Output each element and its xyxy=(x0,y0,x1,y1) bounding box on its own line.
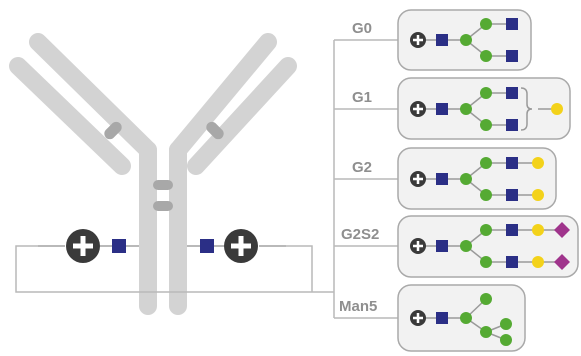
glycan-box-g2 xyxy=(397,147,557,210)
blue-square-icon xyxy=(506,18,518,30)
blue-square-icon xyxy=(436,312,448,324)
green-circle-icon xyxy=(480,293,492,305)
blue-square-icon xyxy=(506,87,518,99)
yellow-circle-icon xyxy=(532,224,544,236)
green-circle-icon xyxy=(480,189,492,201)
green-circle-icon xyxy=(460,240,472,252)
glycan-box-g1 xyxy=(397,77,571,140)
blue-square-icon xyxy=(506,224,518,236)
plus-circle-icon xyxy=(410,238,426,254)
yellow-circle-icon xyxy=(551,103,563,115)
blue-square-icon xyxy=(436,240,448,252)
blue-square-icon xyxy=(112,239,126,253)
disulfide-bond-hinge-bottom xyxy=(153,201,173,211)
glycan-box-man5 xyxy=(397,284,526,352)
glycoform-label-g2: G2 xyxy=(352,159,372,176)
purple-diamond-icon xyxy=(554,222,570,238)
antibody xyxy=(9,33,297,315)
blue-square-icon xyxy=(506,119,518,131)
plus-circle-icon xyxy=(410,171,426,187)
plus-circle-icon xyxy=(410,101,426,117)
green-circle-icon xyxy=(500,334,512,346)
green-circle-icon xyxy=(460,173,472,185)
green-circle-icon xyxy=(480,50,492,62)
yellow-circle-icon xyxy=(532,157,544,169)
blue-square-icon xyxy=(200,239,214,253)
connector-lines xyxy=(15,39,398,319)
green-circle-icon xyxy=(460,103,472,115)
blue-square-icon xyxy=(506,189,518,201)
antibody-left-light-chain xyxy=(9,57,131,175)
yellow-circle-icon xyxy=(532,256,544,268)
green-circle-icon xyxy=(460,34,472,46)
green-circle-icon xyxy=(480,224,492,236)
green-circle-icon xyxy=(480,119,492,131)
disulfide-bond-left xyxy=(104,121,122,140)
disulfide-bonds xyxy=(104,121,224,211)
green-circle-icon xyxy=(480,87,492,99)
blue-square-icon xyxy=(506,50,518,62)
disulfide-bond-right xyxy=(206,121,224,140)
bracket-icon xyxy=(520,87,533,131)
disulfide-bond-hinge-top xyxy=(153,180,173,190)
blue-square-icon xyxy=(506,157,518,169)
glycoform-label-man5: Man5 xyxy=(339,298,377,315)
green-circle-icon xyxy=(480,326,492,338)
purple-diamond-icon xyxy=(554,254,570,270)
glycoform-label-g0: G0 xyxy=(352,20,372,37)
plus-circle-icon xyxy=(410,32,426,48)
blue-square-icon xyxy=(436,173,448,185)
plus-circle-icon xyxy=(410,310,426,326)
blue-square-icon xyxy=(436,34,448,46)
glycan-box-g0 xyxy=(397,9,532,71)
green-circle-icon xyxy=(480,157,492,169)
green-circle-icon xyxy=(500,318,512,330)
glycoform-label-g2s2: G2S2 xyxy=(341,226,379,243)
antibody-left-heavy-arm xyxy=(29,33,157,159)
plus-circle-icon xyxy=(224,229,258,263)
blue-square-icon xyxy=(436,103,448,115)
green-circle-icon xyxy=(460,312,472,324)
fc-glycans xyxy=(38,229,286,263)
glycoform-label-g1: G1 xyxy=(352,89,372,106)
green-circle-icon xyxy=(480,18,492,30)
antibody-right-heavy-arm xyxy=(169,33,277,159)
glycan-box-g2s2 xyxy=(397,215,579,278)
yellow-circle-icon xyxy=(532,189,544,201)
plus-circle-icon xyxy=(66,229,100,263)
green-circle-icon xyxy=(480,256,492,268)
blue-square-icon xyxy=(506,256,518,268)
antibody-right-light-chain xyxy=(187,57,297,175)
